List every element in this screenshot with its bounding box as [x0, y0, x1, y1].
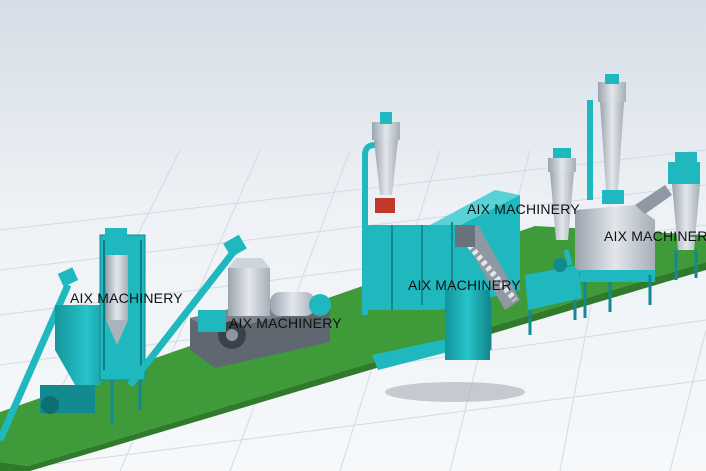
cooler-feed-unit [525, 148, 582, 335]
dryer-unit [362, 112, 520, 370]
extruder-unit [127, 234, 331, 388]
watermark-5: AIX MACHINERY [604, 228, 706, 244]
incline-conveyor [455, 225, 520, 350]
right-cyclone-unit [668, 152, 700, 280]
watermark-1: AIX MACHINERY [70, 290, 183, 306]
watermark-4: AIX MACHINERY [467, 201, 580, 217]
crusher-silo-unit [0, 228, 146, 442]
watermark-3: AIX MACHINERY [408, 277, 521, 293]
cooler-unit [575, 74, 672, 318]
shadow [385, 382, 525, 402]
watermark-2: AIX MACHINERY [229, 315, 342, 331]
